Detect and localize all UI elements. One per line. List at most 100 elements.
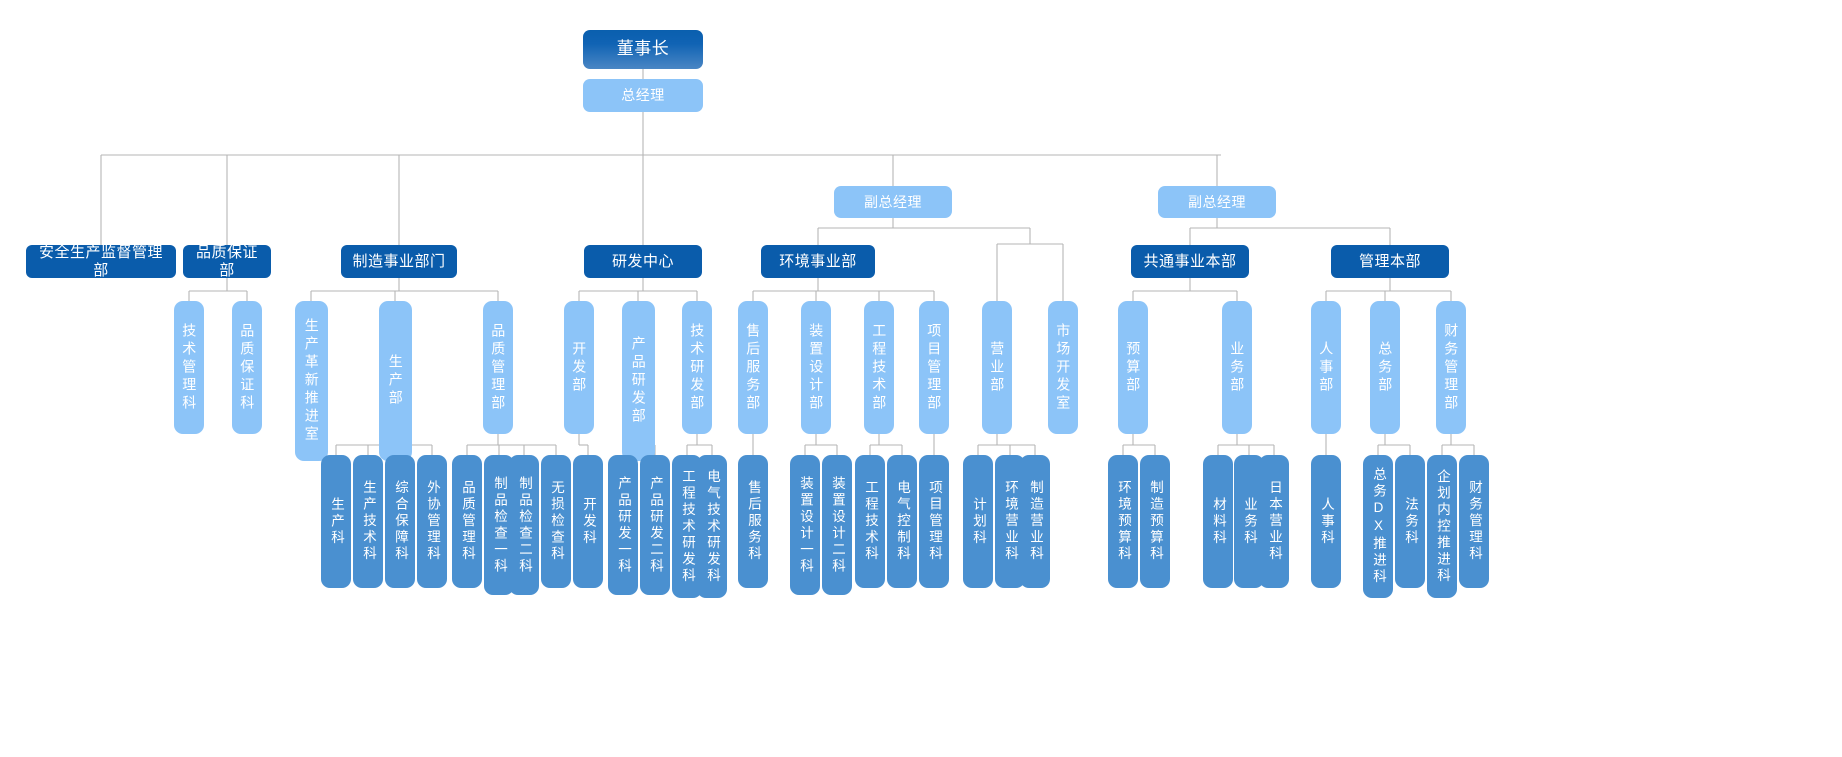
node-label: 副总经理 xyxy=(864,193,922,210)
node-department-quality-assure-sec[interactable]: 品质保证科 xyxy=(232,301,262,434)
node-section-hr-sec[interactable]: 人事科 xyxy=(1311,455,1341,588)
node-section-finance-mgmt-sec[interactable]: 财务管理科 xyxy=(1459,455,1489,588)
node-section-develop-sec[interactable]: 开发科 xyxy=(573,455,603,588)
node-section-japan-sales-sec[interactable]: 日本营业科 xyxy=(1259,455,1289,588)
node-label: 营业部 xyxy=(989,340,1006,395)
node-deputy-gm-2[interactable]: 副总经理 xyxy=(1158,186,1276,218)
node-label: 人事部 xyxy=(1318,340,1335,395)
node-section-manu-sales-sec[interactable]: 制造营业科 xyxy=(1020,455,1050,588)
node-label: 产品研发部 xyxy=(630,336,647,426)
node-division-safety[interactable]: 安全生产监督管理部 xyxy=(26,244,176,279)
node-label: 电气控制科 xyxy=(894,480,910,563)
node-section-product-rd2-sec[interactable]: 产品研发二科 xyxy=(640,455,670,595)
node-section-aftersales-sec[interactable]: 售后服务科 xyxy=(738,455,768,588)
node-label: 研发中心 xyxy=(611,252,674,270)
node-division-common[interactable]: 共通事业本部 xyxy=(1131,245,1249,278)
node-label: 项目管理部 xyxy=(926,322,943,413)
node-department-budget-dept[interactable]: 预算部 xyxy=(1118,301,1148,434)
node-label: 法务科 xyxy=(1402,496,1418,547)
node-label: 生产科 xyxy=(328,496,344,547)
node-section-elec-tech-rd-sec[interactable]: 电气技术研发科 xyxy=(697,455,727,598)
node-section-legal-sec[interactable]: 法务科 xyxy=(1395,455,1425,588)
node-label: 日本营业科 xyxy=(1266,480,1282,563)
node-section-elec-control-sec[interactable]: 电气控制科 xyxy=(887,455,917,588)
node-label: 品质保证科 xyxy=(239,322,256,413)
node-label: 董事长 xyxy=(616,39,670,59)
node-label: 工程技术科 xyxy=(862,480,878,563)
node-label: 环境营业科 xyxy=(1002,480,1018,563)
node-label: 制造事业部门 xyxy=(352,252,446,270)
node-department-device-design-dept[interactable]: 装置设计部 xyxy=(801,301,831,434)
node-department-general-affairs-dept[interactable]: 总务部 xyxy=(1370,301,1400,434)
node-department-business-dept[interactable]: 业务部 xyxy=(1222,301,1252,434)
node-section-device-design2-sec[interactable]: 装置设计二科 xyxy=(822,455,852,595)
node-label: 无损检查科 xyxy=(548,480,564,563)
node-section-general-support-sec[interactable]: 综合保障科 xyxy=(385,455,415,588)
node-label: 售后服务科 xyxy=(745,480,761,563)
node-label: 售后服务部 xyxy=(745,322,762,413)
node-section-material-sec[interactable]: 材料科 xyxy=(1203,455,1233,588)
node-label: 人事科 xyxy=(1318,496,1334,547)
node-division-quality-assurance[interactable]: 品质保证部 xyxy=(183,243,271,279)
node-division-management[interactable]: 管理本部 xyxy=(1331,245,1449,278)
node-department-aftersales-dept[interactable]: 售后服务部 xyxy=(738,301,768,434)
node-label: 财务管理科 xyxy=(1466,480,1482,563)
node-department-product-rd-dept[interactable]: 产品研发部 xyxy=(622,301,655,461)
node-department-sales-dept[interactable]: 营业部 xyxy=(982,301,1012,434)
node-section-env-budget-sec[interactable]: 环境预算科 xyxy=(1108,455,1138,588)
node-division-environment[interactable]: 环境事业部 xyxy=(761,245,875,278)
node-section-outsourcing-mgmt-sec[interactable]: 外协管理科 xyxy=(417,455,447,588)
node-chairman[interactable]: 董事长 xyxy=(583,30,703,69)
node-label: 业务部 xyxy=(1229,340,1246,395)
node-section-quality-mgmt-sec[interactable]: 品质管理科 xyxy=(452,455,482,588)
node-department-develop-dept[interactable]: 开发部 xyxy=(564,301,594,434)
node-label: 环境事业部 xyxy=(779,252,857,270)
node-section-project-mgmt-sec[interactable]: 项目管理科 xyxy=(919,455,949,588)
node-department-project-mgmt-dept[interactable]: 项目管理部 xyxy=(919,301,949,434)
node-label: 副总经理 xyxy=(1188,193,1246,210)
node-label: 生产革新推进室 xyxy=(303,318,320,444)
node-label: 市场开发室 xyxy=(1055,322,1072,413)
node-section-plan-sec[interactable]: 计划科 xyxy=(963,455,993,588)
node-section-device-design1-sec[interactable]: 装置设计一科 xyxy=(790,455,820,595)
node-label: 产品研发一科 xyxy=(615,475,631,575)
node-general-manager[interactable]: 总经理 xyxy=(583,79,703,112)
node-label: 总务DX推进科 xyxy=(1370,467,1386,586)
node-section-planning-control-sec[interactable]: 企划内控推进科 xyxy=(1427,455,1457,598)
node-section-production-sec[interactable]: 生产科 xyxy=(321,455,351,588)
node-department-hr-dept[interactable]: 人事部 xyxy=(1311,301,1341,434)
node-label: 品质管理部 xyxy=(490,322,507,413)
node-section-product-rd1-sec[interactable]: 产品研发一科 xyxy=(608,455,638,595)
node-label: 装置设计部 xyxy=(808,322,825,413)
node-label: 产品研发二科 xyxy=(647,475,663,575)
node-label: 装置设计二科 xyxy=(829,475,845,575)
node-department-tech-mgmt-sec[interactable]: 技术管理科 xyxy=(174,301,204,434)
node-label: 总经理 xyxy=(621,87,665,104)
node-section-ga-dx-sec[interactable]: 总务DX推进科 xyxy=(1363,455,1393,598)
node-section-product-inspect2-sec[interactable]: 制品检查二科 xyxy=(509,455,539,595)
node-department-prod-innovation-room[interactable]: 生产革新推进室 xyxy=(295,301,328,461)
node-section-ndt-inspect-sec[interactable]: 无损检查科 xyxy=(541,455,571,588)
node-label: 共通事业本部 xyxy=(1143,252,1237,270)
node-department-quality-mgmt-dept[interactable]: 品质管理部 xyxy=(483,301,513,434)
node-division-manufacturing[interactable]: 制造事业部门 xyxy=(341,245,457,278)
node-label: 项目管理科 xyxy=(926,480,942,563)
node-label: 生产技术科 xyxy=(360,480,376,563)
node-department-finance-mgmt-dept[interactable]: 财务管理部 xyxy=(1436,301,1466,434)
node-department-production-dept[interactable]: 生产部 xyxy=(379,301,412,461)
node-section-eng-tech-sec[interactable]: 工程技术科 xyxy=(855,455,885,588)
node-label: 制品检查二科 xyxy=(516,475,532,575)
node-label: 技术研发部 xyxy=(689,322,706,413)
node-label: 综合保障科 xyxy=(392,480,408,563)
node-deputy-gm-1[interactable]: 副总经理 xyxy=(834,186,952,218)
node-division-rd-center[interactable]: 研发中心 xyxy=(584,245,702,278)
node-department-eng-tech-dept[interactable]: 工程技术部 xyxy=(864,301,894,434)
node-label: 生产部 xyxy=(387,354,404,408)
node-section-manu-budget-sec[interactable]: 制造预算科 xyxy=(1140,455,1170,588)
node-section-prod-tech-sec[interactable]: 生产技术科 xyxy=(353,455,383,588)
node-department-tech-rd-dept[interactable]: 技术研发部 xyxy=(682,301,712,434)
node-label: 品质保证部 xyxy=(195,243,258,279)
node-label: 财务管理部 xyxy=(1443,322,1460,413)
node-department-market-dev-room[interactable]: 市场开发室 xyxy=(1048,301,1078,434)
